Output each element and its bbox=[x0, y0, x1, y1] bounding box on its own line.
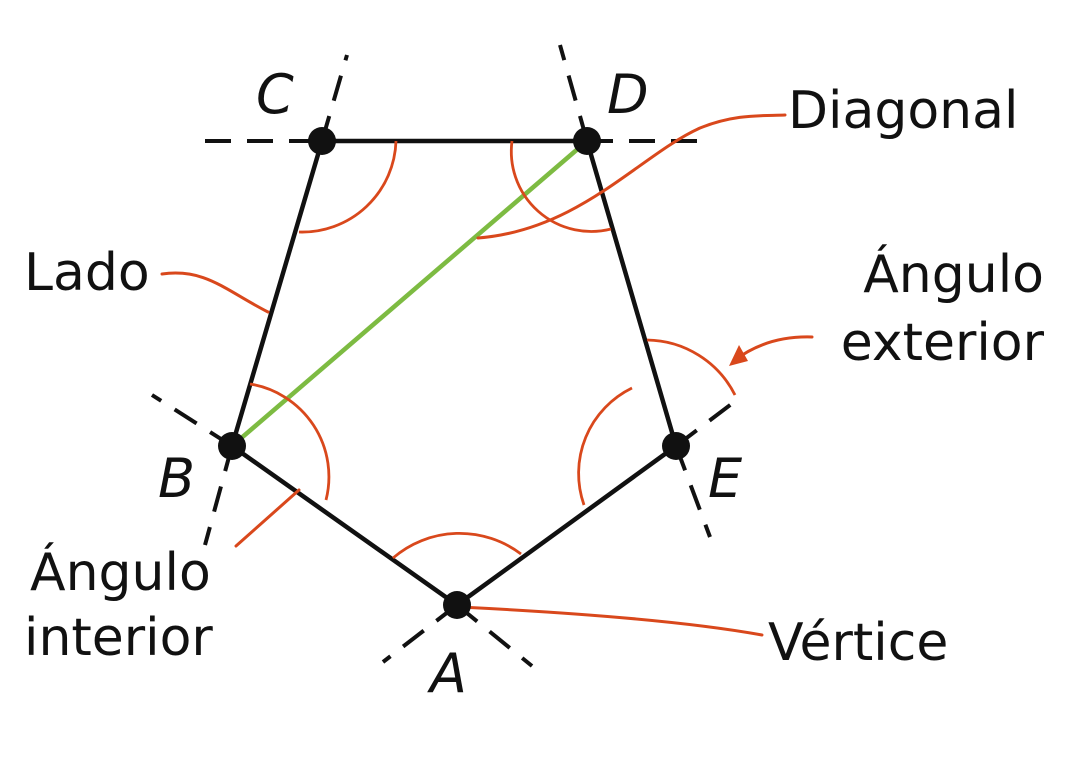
extension-line-e-down bbox=[674, 445, 712, 538]
label-interior-line2: interior bbox=[24, 608, 213, 668]
leader-interior bbox=[234, 488, 301, 548]
extension-lines bbox=[150, 44, 744, 668]
vertex-label-c: C bbox=[256, 63, 294, 126]
label-lado: Lado bbox=[24, 243, 150, 303]
vertex-label-b: B bbox=[158, 447, 195, 510]
leader-vertice bbox=[458, 605, 764, 637]
interior-angle-arc-d bbox=[509, 140, 612, 233]
side-bc bbox=[229, 138, 325, 449]
leader-diagonal bbox=[476, 113, 787, 240]
label-vertice: Vértice bbox=[768, 613, 948, 673]
vertex-label-e: E bbox=[708, 447, 743, 510]
exterior-arrow-head bbox=[729, 345, 748, 366]
vertex-point-b bbox=[218, 432, 246, 460]
interior-angle-arc-b bbox=[249, 382, 331, 501]
angle-arcs bbox=[249, 140, 737, 560]
extension-line-a-left bbox=[381, 603, 459, 664]
vertex-label-d: D bbox=[607, 63, 649, 126]
label-interior-line1: Ángulo bbox=[30, 542, 211, 603]
vertex-label-a: A bbox=[427, 642, 467, 705]
leader-exterior bbox=[733, 335, 814, 362]
label-exterior-line1: Ángulo bbox=[863, 244, 1044, 305]
label-exterior-line2: exterior bbox=[841, 313, 1045, 373]
vertex-point-d bbox=[573, 127, 601, 155]
vertex-point-e bbox=[662, 432, 690, 460]
leader-lines bbox=[160, 113, 814, 637]
vertex-points bbox=[218, 127, 690, 619]
extension-line-b-down bbox=[203, 445, 234, 546]
pentagon-sides bbox=[229, 138, 679, 608]
interior-angle-arc-a bbox=[392, 531, 522, 560]
side-de bbox=[584, 138, 679, 449]
exterior-angle-arc-e bbox=[646, 338, 737, 396]
extension-line-c-up bbox=[320, 54, 349, 142]
vertex-point-c bbox=[308, 127, 336, 155]
side-ea bbox=[454, 443, 679, 608]
diagonal-bd bbox=[230, 139, 589, 448]
leader-lado bbox=[160, 271, 270, 314]
extension-line-b-up bbox=[150, 393, 234, 448]
side-ab bbox=[229, 443, 460, 608]
label-diagonal: Diagonal bbox=[788, 81, 1018, 141]
interior-angle-arc-c bbox=[298, 140, 398, 234]
extension-line-a-right bbox=[455, 603, 534, 668]
interior-angle-arc-e bbox=[577, 386, 633, 506]
extension-line-d-up bbox=[558, 44, 589, 142]
vertex-point-a bbox=[443, 591, 471, 619]
